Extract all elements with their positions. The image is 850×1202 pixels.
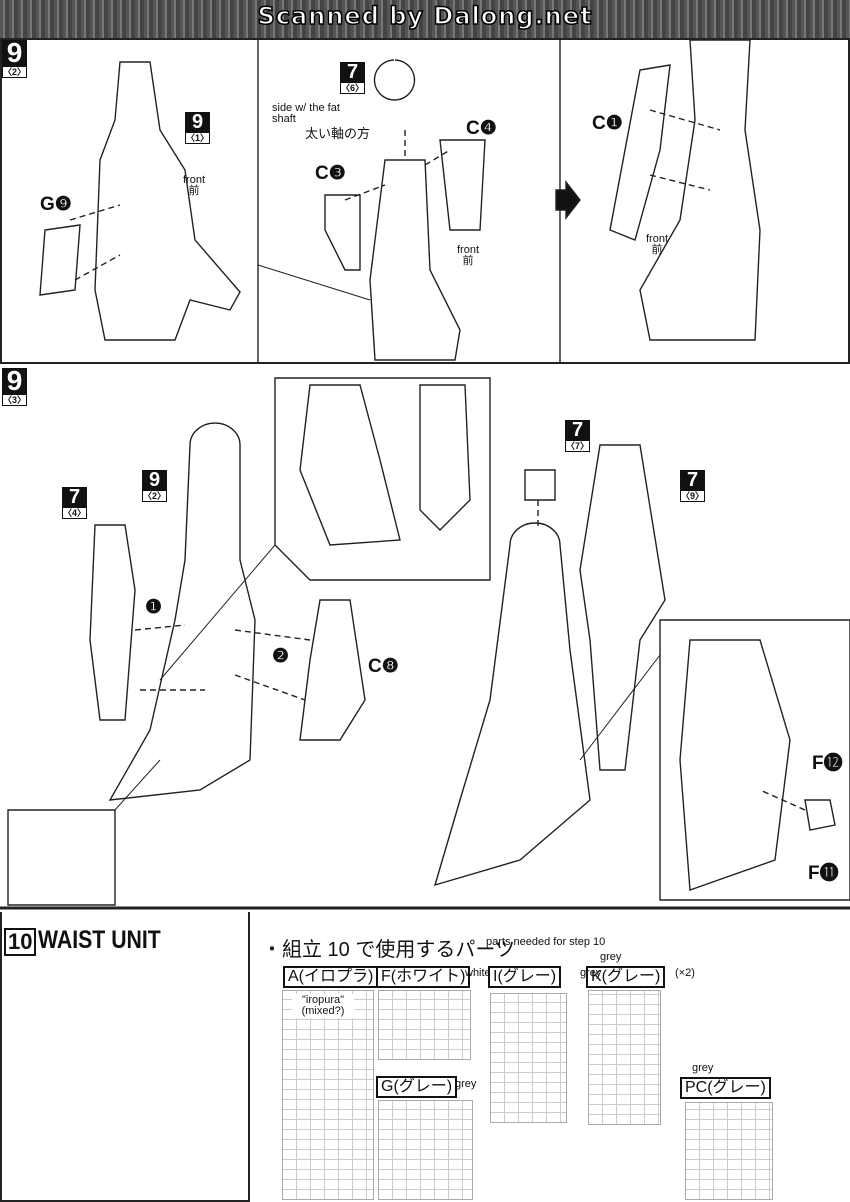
runner-label-a: A(イロプラ) <box>283 966 379 988</box>
runner-pc-sprue <box>685 1102 773 1200</box>
ref-badge-7-6: 7〈6〉 <box>340 61 366 94</box>
step-badge-9-2: 9〈2〉 <box>2 37 28 78</box>
part-label-c1: C❶ <box>592 113 623 134</box>
runner-note-a: "iropura" (mixed?) <box>292 994 354 1018</box>
part-label-c3: C❸ <box>315 163 346 184</box>
runner-note-i: grey <box>580 967 602 979</box>
runner-qty-k: (×2) <box>675 967 695 979</box>
scan-banner: Scanned by Dalong.net <box>0 0 850 38</box>
runner-a-sprue <box>282 990 374 1200</box>
step-9-2-panel <box>0 38 850 364</box>
part-label-f11: F⓫ <box>808 863 839 884</box>
runner-note-f: white <box>465 967 491 979</box>
ref-badge-9-2: 9〈2〉 <box>142 469 168 502</box>
ref-badge-7-4: 7〈4〉 <box>62 486 88 519</box>
order-marker-1: ❶ <box>145 597 163 618</box>
order-marker-2: ❷ <box>272 646 290 667</box>
step-10-number: 10 <box>4 928 37 956</box>
part-label-c4: C❹ <box>466 118 497 139</box>
runner-f-sprue <box>378 990 471 1060</box>
runner-label-f: F(ホワイト) <box>376 966 471 988</box>
parts-heading-en: parts needed for step 10 <box>486 936 606 948</box>
banner-text: Scanned by Dalong.net <box>257 1 593 31</box>
ref-badge-9-1: 9〈1〉 <box>185 111 211 144</box>
part-label-f12: F⓬ <box>812 753 843 774</box>
runner-k-sprue <box>588 990 661 1125</box>
part-label-g9: G❾ <box>40 194 72 215</box>
runner-note-g: grey <box>455 1078 477 1090</box>
step-badge-9-3: 9〈3〉 <box>2 365 28 406</box>
ref-badge-7-7: 7〈7〉 <box>565 419 591 452</box>
step-10-title: WAIST UNIT <box>38 926 161 954</box>
runner-label-pc: PC(グレー) <box>680 1077 771 1099</box>
ref-badge-7-9: 7〈9〉 <box>680 469 706 502</box>
runner-note-k: grey <box>600 951 622 963</box>
parts-heading-jp: ・組立 10 で使用するパーツ <box>262 939 515 961</box>
runner-i-sprue <box>490 993 567 1123</box>
part-label-c8: C❽ <box>368 656 399 677</box>
note-fat-shaft-jp: 太い軸の方 <box>305 126 371 141</box>
runner-g-sprue <box>378 1100 473 1200</box>
note-fat-shaft-en: side w/ the fat shaft <box>272 102 340 125</box>
runner-label-g: G(グレー) <box>376 1076 458 1098</box>
runner-label-k: K(グレー) <box>586 966 666 988</box>
runner-label-i: I(グレー) <box>488 966 562 988</box>
step-10-panel <box>0 912 250 1202</box>
runner-note-pc: grey <box>692 1062 714 1074</box>
